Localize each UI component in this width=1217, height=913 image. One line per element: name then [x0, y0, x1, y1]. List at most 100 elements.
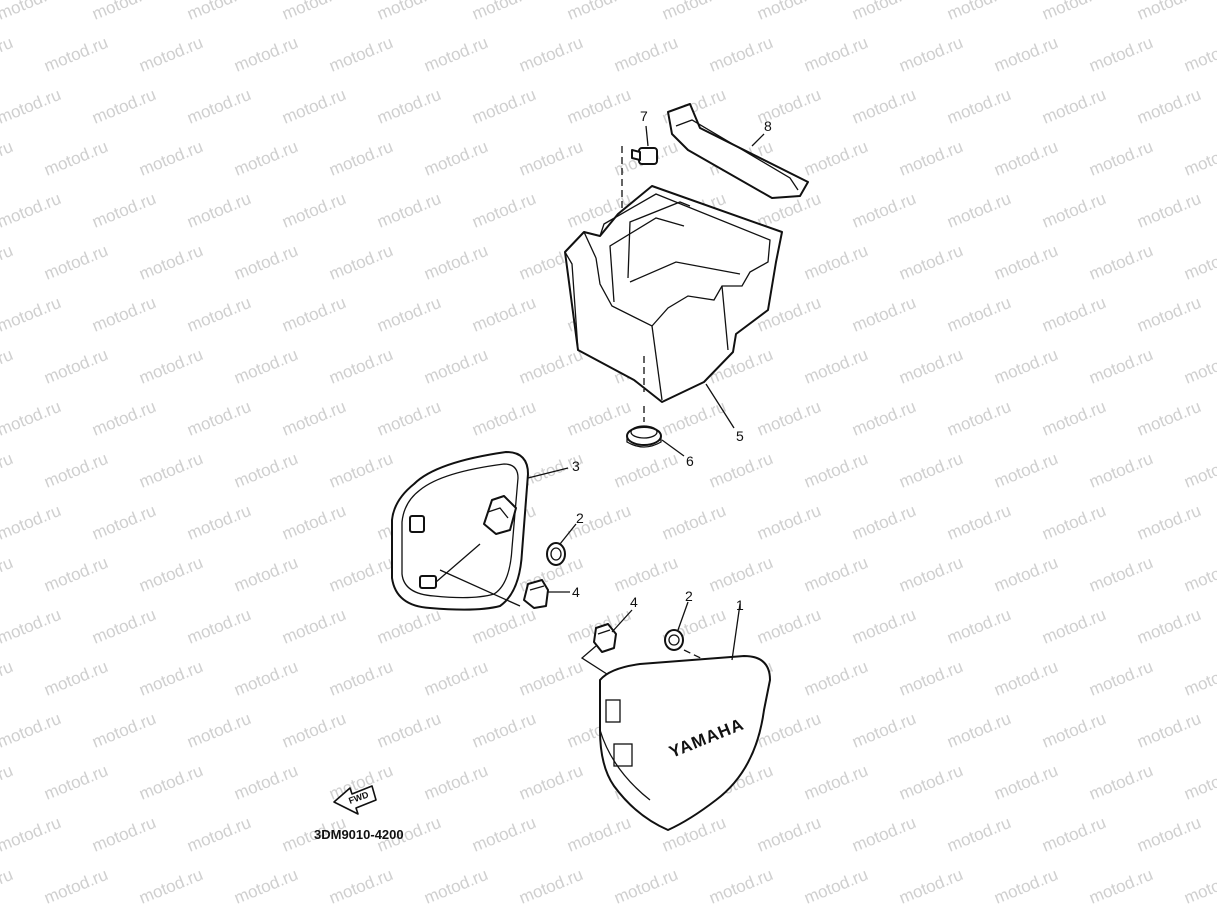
watermark-text: motod.ru	[41, 345, 110, 388]
watermark-text: motod.ru	[896, 553, 965, 596]
watermark-text: motod.ru	[326, 345, 395, 388]
watermark-text: motod.ru	[0, 553, 16, 596]
watermark-text: motod.ru	[896, 657, 965, 700]
watermark-text: motod.ru	[184, 85, 253, 128]
watermark-text: motod.ru	[279, 397, 348, 440]
watermark-text: motod.ru	[41, 657, 110, 700]
watermark-text: motod.ru	[0, 865, 16, 908]
watermark-text: motod.ru	[1134, 501, 1203, 544]
watermark-text: motod.ru	[991, 449, 1060, 492]
watermark-text: motod.ru	[1039, 85, 1108, 128]
watermark-text: motod.ru	[421, 137, 490, 180]
watermark-text: motod.ru	[41, 761, 110, 804]
watermark-text: motod.ru	[991, 345, 1060, 388]
watermark-text: motod.ru	[516, 657, 585, 700]
watermark-text: motod.ru	[279, 709, 348, 752]
watermark-text: motod.ru	[1086, 241, 1155, 284]
watermark-text: motod.ru	[564, 85, 633, 128]
watermark-text: motod.ru	[801, 657, 870, 700]
watermark-text: motod.ru	[1086, 345, 1155, 388]
watermark-text: motod.ru	[1181, 865, 1217, 908]
watermark-text: motod.ru	[89, 813, 158, 856]
watermark-text: motod.ru	[1181, 345, 1217, 388]
bolt-part	[621, 146, 658, 212]
watermark-text: motod.ru	[184, 0, 253, 24]
watermark-text: motod.ru	[1134, 605, 1203, 648]
forward-arrow-icon: FWD	[333, 785, 377, 815]
callout-3: 3	[572, 458, 580, 474]
watermark-text: motod.ru	[849, 397, 918, 440]
watermark-text: motod.ru	[0, 605, 64, 648]
callout-2-lower: 2	[685, 588, 693, 604]
watermark-text: motod.ru	[89, 709, 158, 752]
watermark-text: motod.ru	[1039, 813, 1108, 856]
watermark-text: motod.ru	[136, 137, 205, 180]
watermark-text: motod.ru	[849, 85, 918, 128]
watermark-text: motod.ru	[0, 293, 64, 336]
watermark-text: motod.ru	[1086, 553, 1155, 596]
watermark-text: motod.ru	[0, 449, 16, 492]
watermark-text: motod.ru	[1181, 657, 1217, 700]
watermark-text: motod.ru	[184, 293, 253, 336]
watermark-text: motod.ru	[1181, 137, 1217, 180]
watermark-text: motod.ru	[754, 0, 823, 24]
watermark-text: motod.ru	[849, 709, 918, 752]
watermark-text: motod.ru	[516, 761, 585, 804]
watermark-text: motod.ru	[706, 449, 775, 492]
watermark-text: motod.ru	[1134, 709, 1203, 752]
watermark-text: motod.ru	[944, 605, 1013, 648]
watermark-text: motod.ru	[231, 449, 300, 492]
watermark-text: motod.ru	[0, 345, 16, 388]
watermark-text: motod.ru	[1086, 33, 1155, 76]
watermark-text: motod.ru	[231, 137, 300, 180]
watermark-text: motod.ru	[896, 865, 965, 908]
watermark-text: motod.ru	[41, 865, 110, 908]
watermark-text: motod.ru	[89, 0, 158, 24]
watermark-text: motod.ru	[1039, 709, 1108, 752]
watermark-text: motod.ru	[896, 345, 965, 388]
watermark-text: motod.ru	[849, 189, 918, 232]
watermark-text: motod.ru	[1134, 293, 1203, 336]
watermark-text: motod.ru	[849, 501, 918, 544]
watermark-text: motod.ru	[991, 761, 1060, 804]
watermark-text: motod.ru	[469, 189, 538, 232]
watermark-text: motod.ru	[611, 449, 680, 492]
watermark-text: motod.ru	[421, 241, 490, 284]
watermark-text: motod.ru	[89, 85, 158, 128]
watermark-text: motod.ru	[754, 501, 823, 544]
watermark-text: motod.ru	[374, 709, 443, 752]
watermark-text: motod.ru	[991, 33, 1060, 76]
watermark-text: motod.ru	[421, 657, 490, 700]
watermark-text: motod.ru	[1086, 865, 1155, 908]
watermark-text: motod.ru	[1039, 0, 1108, 24]
watermark-text: motod.ru	[0, 761, 16, 804]
watermark-text: motod.ru	[754, 397, 823, 440]
watermark-text: motod.ru	[0, 241, 16, 284]
watermark-text: motod.ru	[801, 33, 870, 76]
watermark-text: motod.ru	[184, 501, 253, 544]
watermark-text: motod.ru	[231, 657, 300, 700]
watermark-text: motod.ru	[1181, 449, 1217, 492]
watermark-text: motod.ru	[896, 137, 965, 180]
watermark-text: motod.ru	[1134, 813, 1203, 856]
watermark-text: motod.ru	[469, 0, 538, 24]
watermark-text: motod.ru	[136, 761, 205, 804]
watermark-text: motod.ru	[1181, 761, 1217, 804]
watermark-text: motod.ru	[0, 85, 64, 128]
watermark-text: motod.ru	[0, 137, 16, 180]
clip-part-lower	[580, 623, 617, 677]
watermark-text: motod.ru	[89, 501, 158, 544]
watermark-text: motod.ru	[944, 501, 1013, 544]
watermark-text: motod.ru	[231, 345, 300, 388]
watermark-text: motod.ru	[469, 605, 538, 648]
watermark-text: motod.ru	[136, 241, 205, 284]
watermark-text: motod.ru	[754, 605, 823, 648]
watermark-text: motod.ru	[849, 605, 918, 648]
watermark-text: motod.ru	[326, 137, 395, 180]
watermark-text: motod.ru	[326, 449, 395, 492]
watermark-text: motod.ru	[41, 449, 110, 492]
battery-box-part	[564, 185, 783, 422]
callout-7: 7	[640, 108, 648, 124]
damper-part	[626, 425, 662, 448]
